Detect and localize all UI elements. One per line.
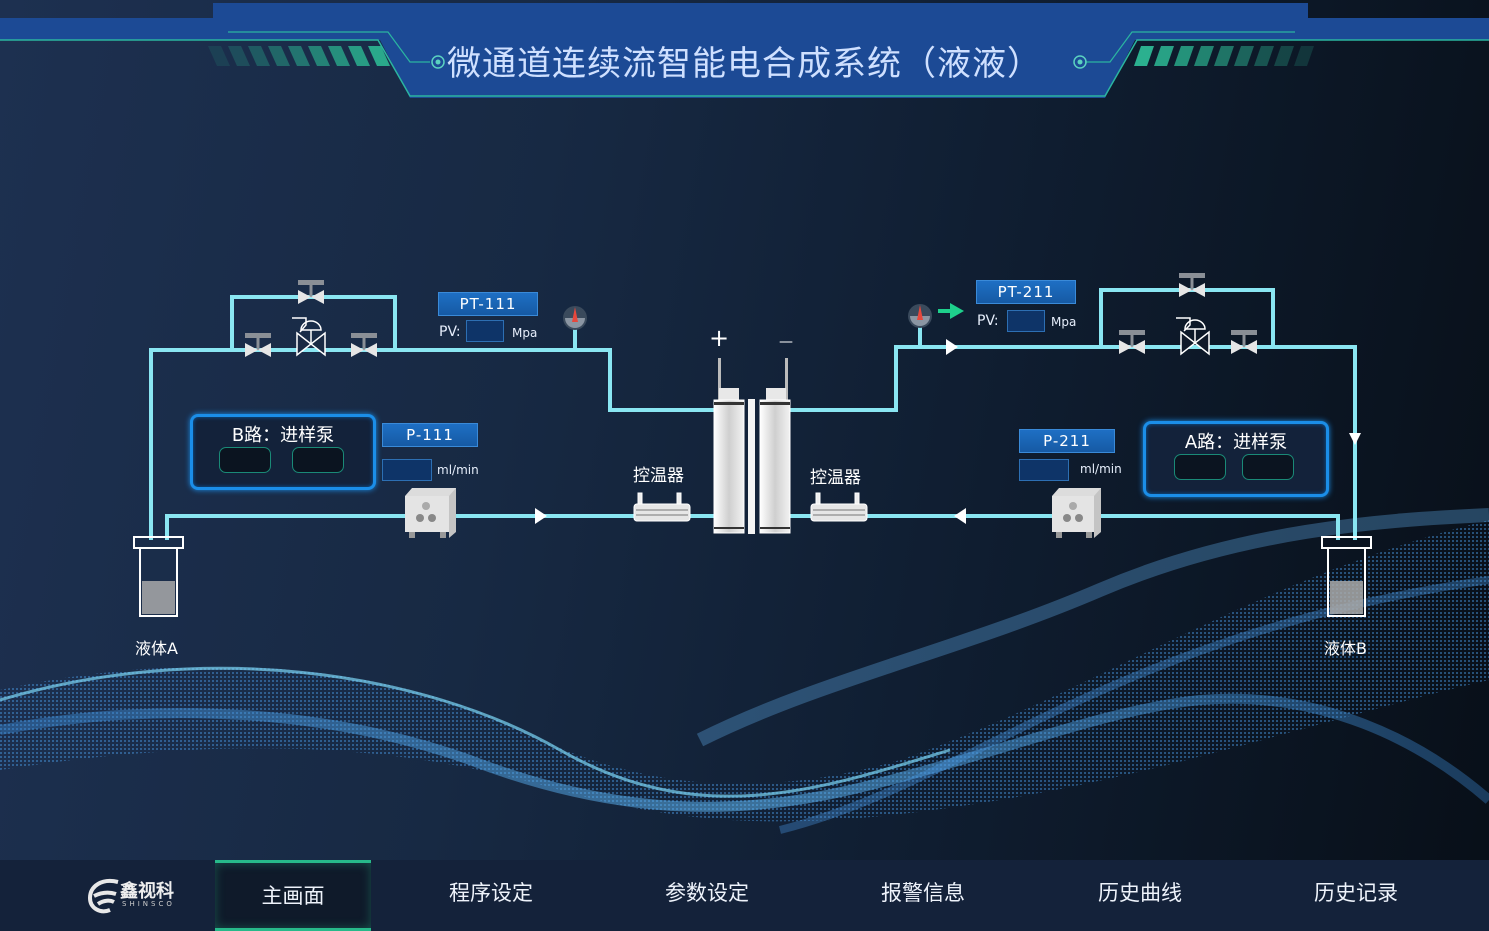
- header-stripe: [288, 46, 310, 66]
- nav-alarm-info[interactable]: 报警信息: [881, 881, 965, 905]
- temp-controller-left-label: 控温器: [633, 466, 684, 486]
- header-stripe: [1294, 46, 1314, 66]
- nav-history-curve[interactable]: 历史曲线: [1098, 881, 1182, 905]
- electrolysis-reactor: [713, 358, 791, 534]
- header-stripe: [348, 46, 370, 66]
- manual-valve-icon: [351, 333, 377, 357]
- pipe-right-lower: [790, 514, 1340, 540]
- pt-211-tag: PT-211: [976, 280, 1076, 304]
- background-wave: [0, 508, 1489, 834]
- pt-211-unit: Mpa: [1051, 315, 1077, 329]
- manual-valve-icon: [245, 333, 271, 357]
- manual-valve-icon: [298, 280, 324, 304]
- flow-arrow-right-upper: [946, 339, 958, 355]
- bottom-nav: 鑫视科 SHINSCO 主画面 程序设定 参数设定 报警信息 历史曲线 历史记录: [0, 860, 1489, 931]
- logo-subtext: SHINSCO: [122, 900, 175, 908]
- header-frame: [0, 3, 1489, 98]
- panel-b-value-2[interactable]: [292, 447, 344, 473]
- logo: 鑫视科 SHINSCO: [84, 874, 184, 918]
- header-stripe: [1234, 46, 1254, 66]
- header-stripe: [208, 46, 230, 66]
- header-stripe: [1134, 46, 1154, 66]
- flow-arrow-right-lower: [954, 508, 966, 524]
- p-111-tag: P-111: [382, 423, 478, 447]
- nav-main-screen[interactable]: 主画面: [215, 860, 371, 931]
- tank-liquid-b-icon: [1321, 536, 1372, 617]
- p-111-unit: ml/min: [437, 463, 479, 477]
- pipe-right-upper: [790, 345, 1357, 540]
- page-title: 微通道连续流智能电合成系统（液液）: [447, 44, 1042, 84]
- pt-111-unit: Mpa: [512, 326, 538, 340]
- panel-b-value-1[interactable]: [219, 447, 271, 473]
- header-stripes-right: [1134, 46, 1314, 66]
- panel-a-title: A路：进样泵: [1184, 432, 1288, 453]
- manual-valve-icon: [1119, 330, 1145, 354]
- tank-liquid-a-icon: [133, 536, 184, 617]
- pressure-gauge-left-icon: [563, 306, 587, 330]
- tank-liquid-b-label: 液体B: [1324, 639, 1367, 658]
- temp-controller-right-label: 控温器: [810, 468, 861, 488]
- p-211-tag: P-211: [1019, 429, 1115, 453]
- header-stripe: [328, 46, 350, 66]
- panel-b-title: B路：进样泵: [231, 425, 335, 446]
- header-stripes-left: [208, 46, 390, 66]
- header-stripe: [368, 46, 390, 66]
- header-stripe: [268, 46, 290, 66]
- manual-valve-icon: [1179, 273, 1205, 297]
- flow-arrow-left: [535, 508, 547, 524]
- green-arrow-icon: [938, 303, 964, 319]
- temp-controller-right-icon: [810, 492, 868, 522]
- panel-b-sample-pump: B路：进样泵: [190, 414, 376, 490]
- panel-a-value-1[interactable]: [1174, 454, 1226, 480]
- reactor-minus-label: —: [779, 334, 793, 350]
- tank-liquid-a-label: 液体A: [135, 639, 178, 658]
- control-valve-right: [1176, 317, 1210, 356]
- header-stripe: [1194, 46, 1214, 66]
- manual-valve-icon: [1231, 330, 1257, 354]
- header-stripe: [1274, 46, 1294, 66]
- pressure-gauge-right-icon: [908, 304, 932, 328]
- header-stripe: [1154, 46, 1174, 66]
- pt-111-tag: PT-111: [438, 292, 538, 316]
- pump-right-icon: [1052, 488, 1101, 538]
- pt-211-pv-value: [1007, 310, 1045, 332]
- pump-left-icon: [405, 488, 456, 538]
- pipe-left-upper: [149, 348, 715, 540]
- pt-111-pv-label: PV:: [439, 324, 461, 340]
- header-stripe: [1214, 46, 1234, 66]
- nav-history-records[interactable]: 历史记录: [1314, 881, 1398, 905]
- logo-icon: [87, 879, 119, 914]
- process-diagram: [133, 273, 1372, 617]
- p-111-flow-input[interactable]: [382, 459, 432, 481]
- header-stripe: [1254, 46, 1274, 66]
- header-stripe: [308, 46, 330, 66]
- panel-a-value-2[interactable]: [1242, 454, 1294, 480]
- reactor-plus-label: +: [709, 324, 730, 352]
- flow-arrow-down: [1349, 433, 1361, 445]
- p-211-unit: ml/min: [1080, 462, 1122, 476]
- control-valve-left: [292, 317, 326, 357]
- nav-program-settings[interactable]: 程序设定: [449, 881, 533, 905]
- p-211-flow-input[interactable]: [1019, 459, 1069, 481]
- header-stripe: [228, 46, 250, 66]
- pipe-left-lower: [165, 514, 715, 540]
- header-stripe: [248, 46, 270, 66]
- header-stripe: [1174, 46, 1194, 66]
- panel-a-sample-pump: A路：进样泵: [1143, 421, 1329, 497]
- temp-controller-left-icon: [633, 492, 691, 522]
- nav-parameter-settings[interactable]: 参数设定: [665, 881, 749, 905]
- pt-111-pv-value: [466, 320, 504, 342]
- logo-text: 鑫视科: [120, 881, 174, 902]
- pt-211-pv-label: PV:: [977, 313, 999, 329]
